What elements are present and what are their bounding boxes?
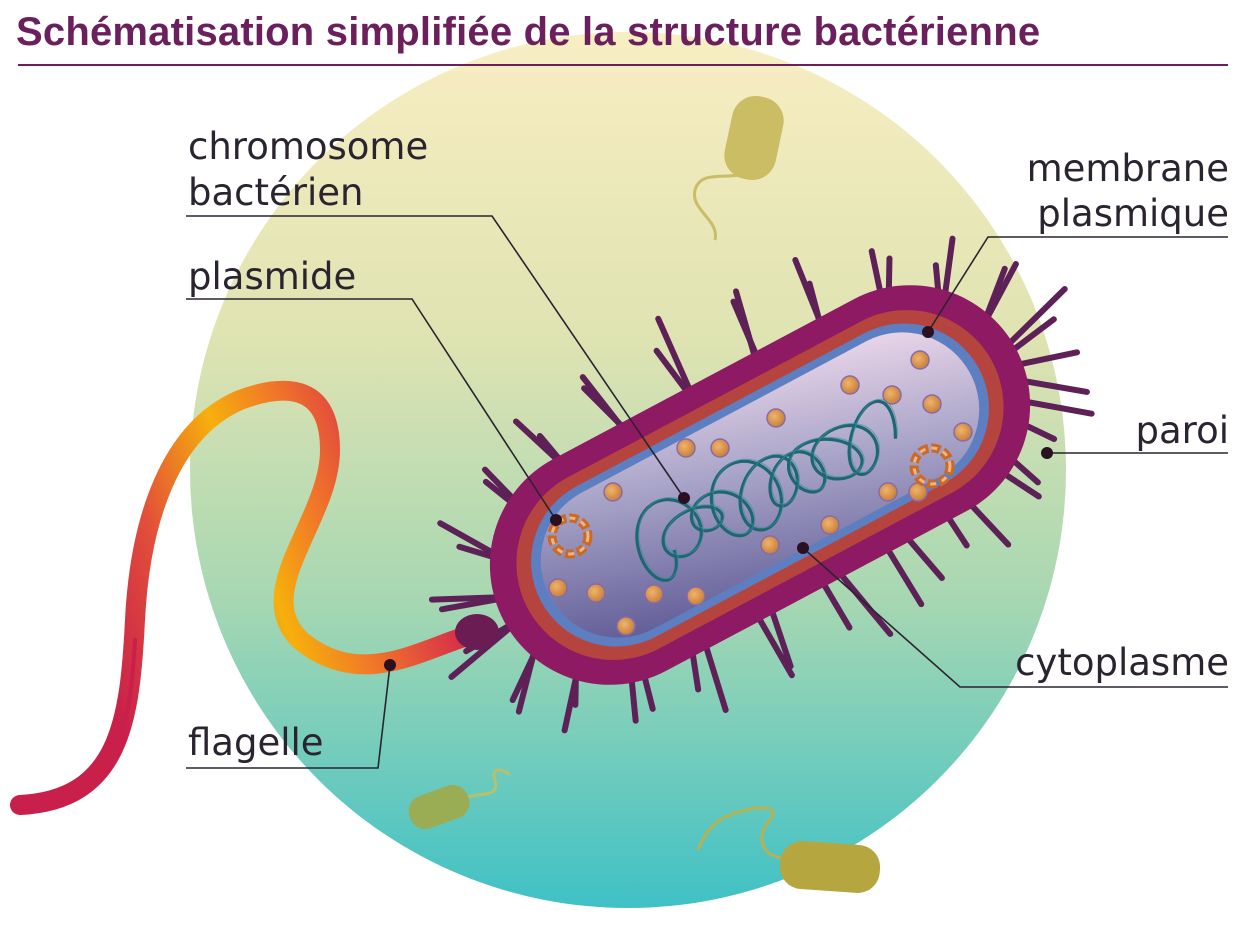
leader-dots xyxy=(384,326,1053,671)
ribosome xyxy=(878,482,898,502)
pilus xyxy=(732,288,759,364)
diagram-title: Schématisation simplifiée de la structur… xyxy=(16,10,1041,54)
ribosome xyxy=(882,385,902,405)
leader-plasmide xyxy=(186,298,557,521)
ribosome xyxy=(586,583,606,603)
ribosome xyxy=(616,616,636,636)
ribosome xyxy=(910,350,930,370)
ribosome xyxy=(710,438,730,458)
chromosome-strand-highlight xyxy=(638,398,898,579)
ribosome xyxy=(908,482,928,502)
pilus xyxy=(1003,286,1068,349)
label-membrane-line1: membrane xyxy=(1026,147,1229,190)
ribosome xyxy=(766,408,786,428)
chromosome xyxy=(635,398,898,582)
small-bacterium-top xyxy=(693,95,784,241)
pilus xyxy=(752,609,795,679)
pilus xyxy=(653,347,692,398)
pilus xyxy=(655,315,695,396)
label-chromosome-line2: bactérien xyxy=(188,171,364,214)
label-plasmide: plasmide xyxy=(188,255,357,298)
plasmid-left xyxy=(547,513,593,559)
label-chromosome-line1: chromosome xyxy=(188,125,429,168)
leader-lines xyxy=(186,215,1228,769)
title-underline xyxy=(18,64,1228,66)
label-membrane-line2: plasmique xyxy=(1037,192,1229,235)
leader-cytoplasme xyxy=(802,547,1228,688)
pilus xyxy=(767,603,794,670)
pilus xyxy=(1012,376,1090,395)
ribosome xyxy=(820,515,840,535)
leader-chromosome xyxy=(186,215,685,499)
small-bacterium-bottom-right xyxy=(696,806,881,893)
cytoplasm xyxy=(540,332,980,638)
pilus xyxy=(1007,316,1057,355)
pilus xyxy=(880,539,925,608)
ribosome xyxy=(953,422,973,442)
ribosome xyxy=(760,535,780,555)
ribosome xyxy=(603,482,623,502)
leader-membrane xyxy=(927,236,1228,333)
ribosome xyxy=(840,375,860,395)
ribosome xyxy=(676,438,696,458)
pilus xyxy=(818,578,853,631)
ribosome xyxy=(686,586,706,606)
leader-flagelle xyxy=(186,664,391,769)
chromosome-strand xyxy=(635,399,897,582)
small-bacterium-bottom-left xyxy=(408,768,512,830)
label-paroi: paroi xyxy=(1135,409,1229,452)
label-flagelle: flagelle xyxy=(188,721,324,764)
label-cytoplasme: cytoplasme xyxy=(1015,641,1229,684)
ribosome xyxy=(644,584,664,604)
plasmid-right xyxy=(909,443,955,489)
ribosome xyxy=(922,394,942,414)
ribosomes-group xyxy=(548,350,973,636)
pilus xyxy=(1012,349,1081,369)
pilus xyxy=(448,621,517,680)
pilus xyxy=(428,594,507,603)
flagellum-basal-body xyxy=(455,614,499,650)
ribosome xyxy=(548,578,568,598)
